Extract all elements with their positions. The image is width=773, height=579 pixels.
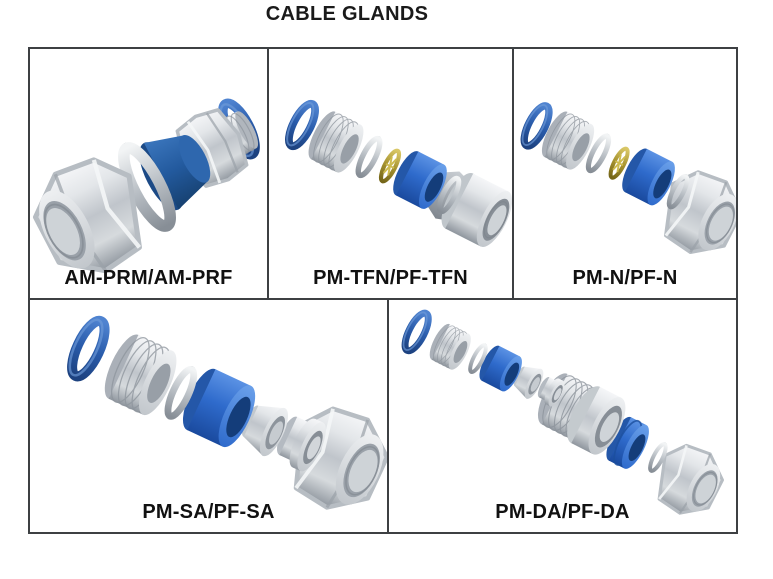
gland-diagram-am-prm	[30, 93, 267, 298]
gland-diagram-pm-tfn	[269, 49, 512, 253]
gland-cell-pm-n: PM-N/PF-N	[512, 49, 736, 298]
gland-label-pm-da: PM-DA/PF-DA	[495, 501, 630, 523]
gland-diagram-pm-sa	[30, 300, 387, 532]
gland-cell-pm-tfn: PM-TFN/PF-TFN	[267, 49, 512, 298]
threaded-gland-body	[425, 320, 476, 373]
cable-glands-table: AM-PRM/AM-PRF PM-TFN/PF-TFN	[28, 47, 738, 534]
blue-o-ring	[399, 309, 433, 354]
gland-diagram-pm-n	[514, 49, 736, 267]
gland-label-am-prm: AM-PRM/AM-PRF	[64, 267, 233, 289]
page-title: CABLE GLANDS	[265, 3, 429, 25]
gland-cell-pm-sa: PM-SA/PF-SA	[30, 300, 387, 532]
gland-cell-pm-da: PM-DA/PF-DA	[387, 300, 736, 532]
gland-diagram-pm-da	[389, 300, 733, 526]
table-row-bottom: PM-SA/PF-SA PM-DA/PF-DA	[30, 300, 736, 532]
blue-o-ring	[63, 316, 111, 381]
gland-cell-am-prm: AM-PRM/AM-PRF	[30, 49, 267, 298]
gland-label-pm-n: PM-N/PF-N	[572, 267, 678, 289]
gland-label-pm-sa: PM-SA/PF-SA	[142, 501, 275, 523]
gland-label-pm-tfn: PM-TFN/PF-TFN	[313, 267, 468, 289]
table-row-top: AM-PRM/AM-PRF PM-TFN/PF-TFN	[30, 49, 736, 300]
